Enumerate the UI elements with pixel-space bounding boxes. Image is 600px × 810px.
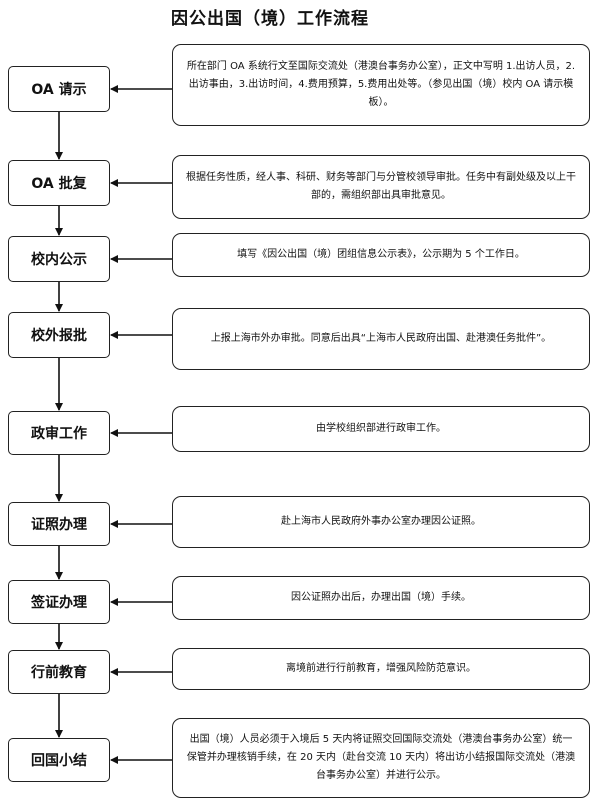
step-return-summary: 回国小结 xyxy=(8,738,110,782)
desc-campus-notice: 填写《因公出国（境）团组信息公示表》，公示期为 5 个工作日。 xyxy=(172,233,590,277)
desc-passport-processing: 赴上海市人民政府外事办公室办理因公证照。 xyxy=(172,496,590,548)
flowchart-title: 因公出国（境）工作流程 xyxy=(171,9,369,29)
desc-visa-processing: 因公证照办出后，办理出国（境）手续。 xyxy=(172,576,590,620)
step-pre-departure-education: 行前教育 xyxy=(8,650,110,694)
step-visa-processing: 签证办理 xyxy=(8,580,110,624)
desc-oa-request: 所在部门 OA 系统行文至国际交流处（港澳台事务办公室），正文中写明 1.出访人… xyxy=(172,44,590,126)
desc-political-review: 由学校组织部进行政审工作。 xyxy=(172,406,590,452)
step-oa-request: OA 请示 xyxy=(8,66,110,112)
desc-external-approval: 上报上海市外办审批。同意后出具“上海市人民政府出国、赴港澳任务批件”。 xyxy=(172,308,590,370)
step-campus-notice: 校内公示 xyxy=(8,236,110,282)
desc-return-summary: 出国（境）人员必须于入境后 5 天内将证照交回国际交流处（港澳台事务办公室）统一… xyxy=(172,718,590,798)
desc-pre-departure-education: 离境前进行行前教育，增强风险防范意识。 xyxy=(172,648,590,690)
step-oa-reply: OA 批复 xyxy=(8,160,110,206)
step-external-approval: 校外报批 xyxy=(8,312,110,358)
step-passport-processing: 证照办理 xyxy=(8,502,110,546)
desc-oa-reply: 根据任务性质，经人事、科研、财务等部门与分管校领导审批。任务中有副处级及以上干部… xyxy=(172,155,590,219)
step-political-review: 政审工作 xyxy=(8,411,110,455)
